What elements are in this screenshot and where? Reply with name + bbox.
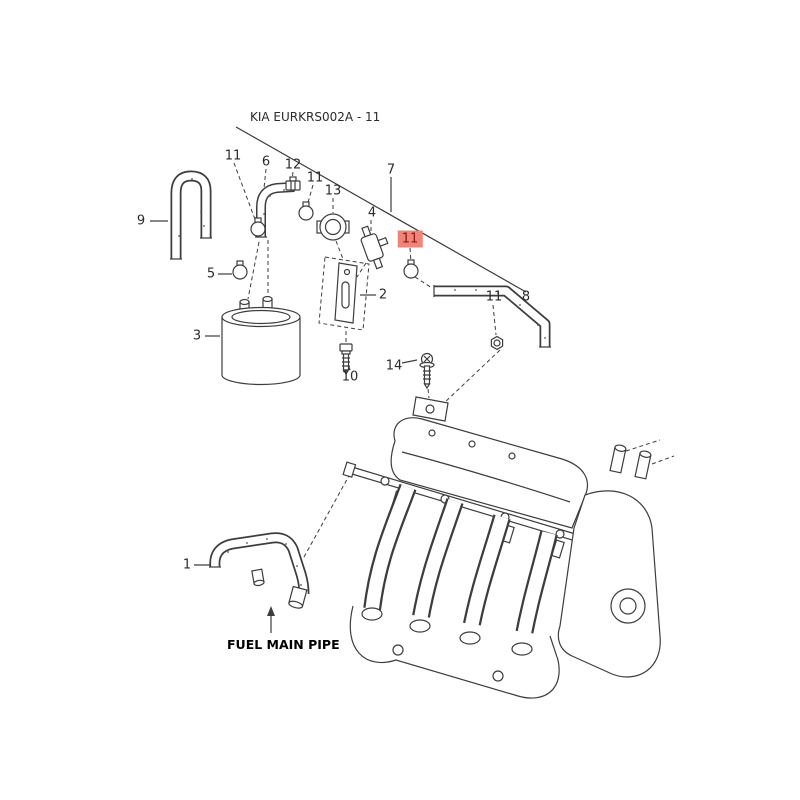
hose-9-drawing bbox=[170, 170, 212, 260]
diagram-title: KIA EURKRS002A - 11 bbox=[250, 110, 381, 124]
clamp-11-b-drawing bbox=[298, 201, 314, 221]
fuel-pipe-1-drawing bbox=[209, 532, 310, 609]
purge-valve-4-drawing bbox=[360, 225, 389, 270]
callout-8[interactable]: 8 bbox=[521, 289, 531, 305]
main-leader-line bbox=[235, 126, 527, 293]
label-leader-lines bbox=[150, 220, 418, 566]
fuel-main-pipe-label: FUEL MAIN PIPE bbox=[227, 637, 340, 652]
callout-12[interactable]: 12 bbox=[284, 157, 302, 173]
clamp-11-a-drawing bbox=[250, 217, 266, 237]
callout-7[interactable]: 7 bbox=[386, 162, 396, 178]
callout-2[interactable]: 2 bbox=[378, 287, 388, 303]
canister-3-drawing bbox=[221, 295, 301, 386]
callout-3[interactable]: 3 bbox=[192, 328, 202, 344]
hose-texture-dots bbox=[178, 178, 546, 586]
fuel-main-pipe-arrow bbox=[267, 606, 275, 633]
intake-manifold-drawing bbox=[342, 396, 661, 699]
clip-12-drawing bbox=[285, 176, 301, 191]
callout-5[interactable]: 5 bbox=[206, 266, 216, 282]
callout-11-c[interactable]: 11 bbox=[485, 289, 503, 305]
pipe-8-drawing bbox=[433, 285, 551, 348]
callout-11-highlighted[interactable]: 11 bbox=[397, 230, 423, 248]
screw-14-drawing bbox=[419, 352, 435, 390]
bolt-10-drawing bbox=[339, 343, 353, 376]
bracket-2-drawing bbox=[318, 256, 370, 331]
part-13-drawing bbox=[316, 213, 350, 241]
callout-4[interactable]: 4 bbox=[367, 205, 377, 221]
callout-1[interactable]: 1 bbox=[182, 557, 192, 573]
dashed-leader-lines bbox=[233, 162, 675, 558]
clamp-5-drawing bbox=[232, 260, 248, 280]
callout-6[interactable]: 6 bbox=[261, 154, 271, 170]
callout-11-a[interactable]: 11 bbox=[224, 148, 242, 164]
callout-9[interactable]: 9 bbox=[136, 213, 146, 229]
callout-13[interactable]: 13 bbox=[324, 183, 342, 199]
nut-11-c-drawing bbox=[490, 335, 504, 351]
clamp-11-highlighted-drawing bbox=[403, 259, 419, 279]
callout-14[interactable]: 14 bbox=[385, 358, 403, 374]
callout-11-b[interactable]: 11 bbox=[306, 170, 324, 186]
callout-10[interactable]: 10 bbox=[341, 369, 359, 385]
